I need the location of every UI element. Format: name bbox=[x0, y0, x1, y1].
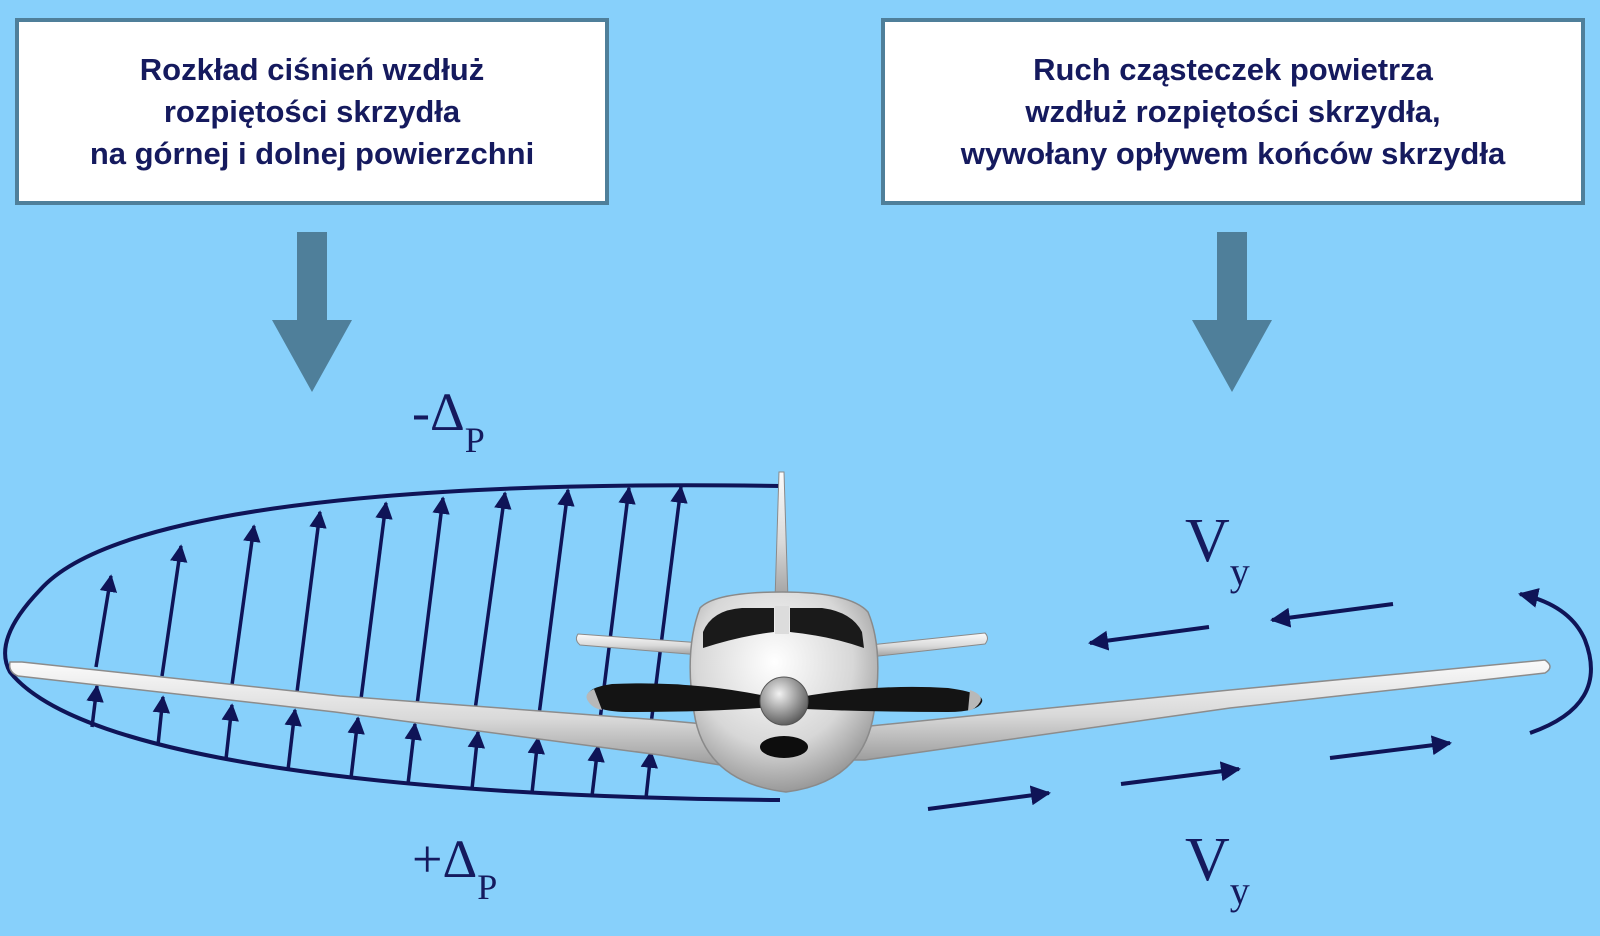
lower-velocity-label: Vy bbox=[1185, 826, 1250, 913]
windshield-left bbox=[703, 608, 774, 648]
air-motion-box: Ruch cząsteczek powietrza wzdłuż rozpięt… bbox=[881, 18, 1585, 205]
upper-airflow-arrows bbox=[1088, 602, 1394, 651]
lower-airflow-arrows bbox=[927, 735, 1452, 811]
upper-velocity-label: Vy bbox=[1185, 507, 1250, 594]
windshield-frame bbox=[775, 606, 789, 634]
pressure-distribution-box: Rozkład ciśnień wzdłuż rozpiętości skrzy… bbox=[15, 18, 609, 205]
propeller-tip-left bbox=[586, 689, 602, 710]
pointer-arrow-right bbox=[1192, 232, 1272, 392]
wing-left bbox=[8, 661, 721, 766]
stabilizer-left bbox=[575, 633, 703, 656]
windshield-right bbox=[790, 608, 864, 648]
lower-pressure-label: +ΔP bbox=[412, 829, 497, 907]
propeller-blade-left bbox=[587, 683, 784, 712]
cowl-intake bbox=[760, 736, 808, 758]
upper-pressure-arrows bbox=[94, 485, 688, 725]
airplane-illustration bbox=[8, 471, 1551, 793]
vertical-fin bbox=[774, 471, 789, 601]
pressure-envelope-curve bbox=[3, 483, 781, 802]
lower-pressure-arrows bbox=[86, 684, 658, 799]
upper-pressure-label: -ΔP bbox=[412, 382, 485, 460]
pointer-arrow-left bbox=[272, 232, 352, 392]
air-box-line-1: Ruch cząsteczek powietrza bbox=[1033, 51, 1433, 87]
stabilizer-right bbox=[869, 632, 988, 658]
wingtip-vortex-arrow bbox=[1518, 588, 1593, 735]
pressure-box-line-2: rozpiętości skrzydła bbox=[163, 93, 461, 129]
air-box-line-3: wywołany opływem końców skrzydła bbox=[960, 135, 1506, 171]
propeller-tip-right bbox=[968, 690, 981, 711]
propeller-spinner bbox=[759, 676, 809, 726]
propeller-blade-right bbox=[784, 686, 983, 712]
pressure-box-line-3: na górnej i dolnej powierzchni bbox=[89, 135, 535, 171]
pressure-box-line-1: Rozkład ciśnień wzdłuż bbox=[139, 51, 485, 87]
wing-right bbox=[847, 659, 1551, 761]
air-box-line-2: wzdłuż rozpiętości skrzydła, bbox=[1025, 93, 1441, 129]
